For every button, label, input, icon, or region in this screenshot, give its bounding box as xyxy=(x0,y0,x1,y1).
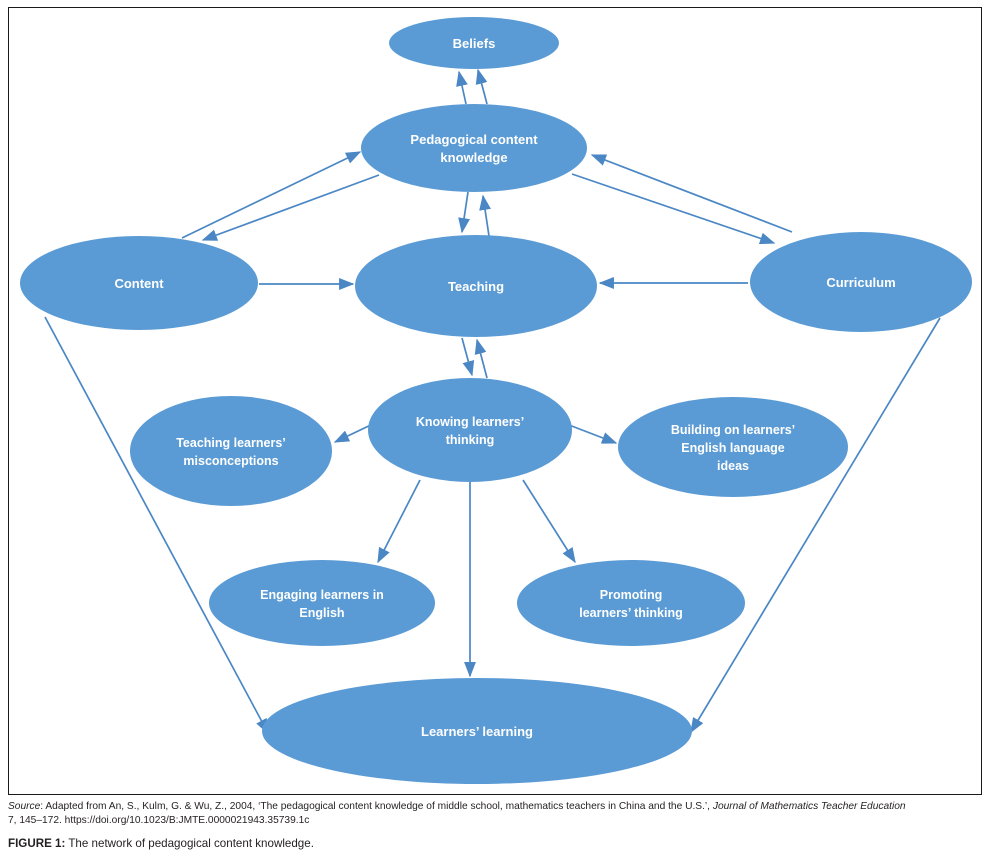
figure-caption-text: The network of pedagogical content knowl… xyxy=(65,837,314,851)
source-label: Source xyxy=(8,801,41,812)
source-text-part2: 7, 145–172. https://doi.org/10.1023/B:JM… xyxy=(8,814,310,826)
figure-source-line: Source: Adapted from An, S., Kulm, G. & … xyxy=(8,800,984,827)
caption-block: Source: Adapted from An, S., Kulm, G. & … xyxy=(8,800,984,850)
source-text-part1: : Adapted from An, S., Kulm, G. & Wu, Z.… xyxy=(40,801,713,812)
source-journal-title: Journal of Mathematics Teacher Education xyxy=(712,801,906,812)
figure-number: FIGURE 1: xyxy=(8,837,66,851)
figure-frame xyxy=(8,7,982,795)
figure-caption: FIGURE 1: The network of pedagogical con… xyxy=(8,837,984,850)
